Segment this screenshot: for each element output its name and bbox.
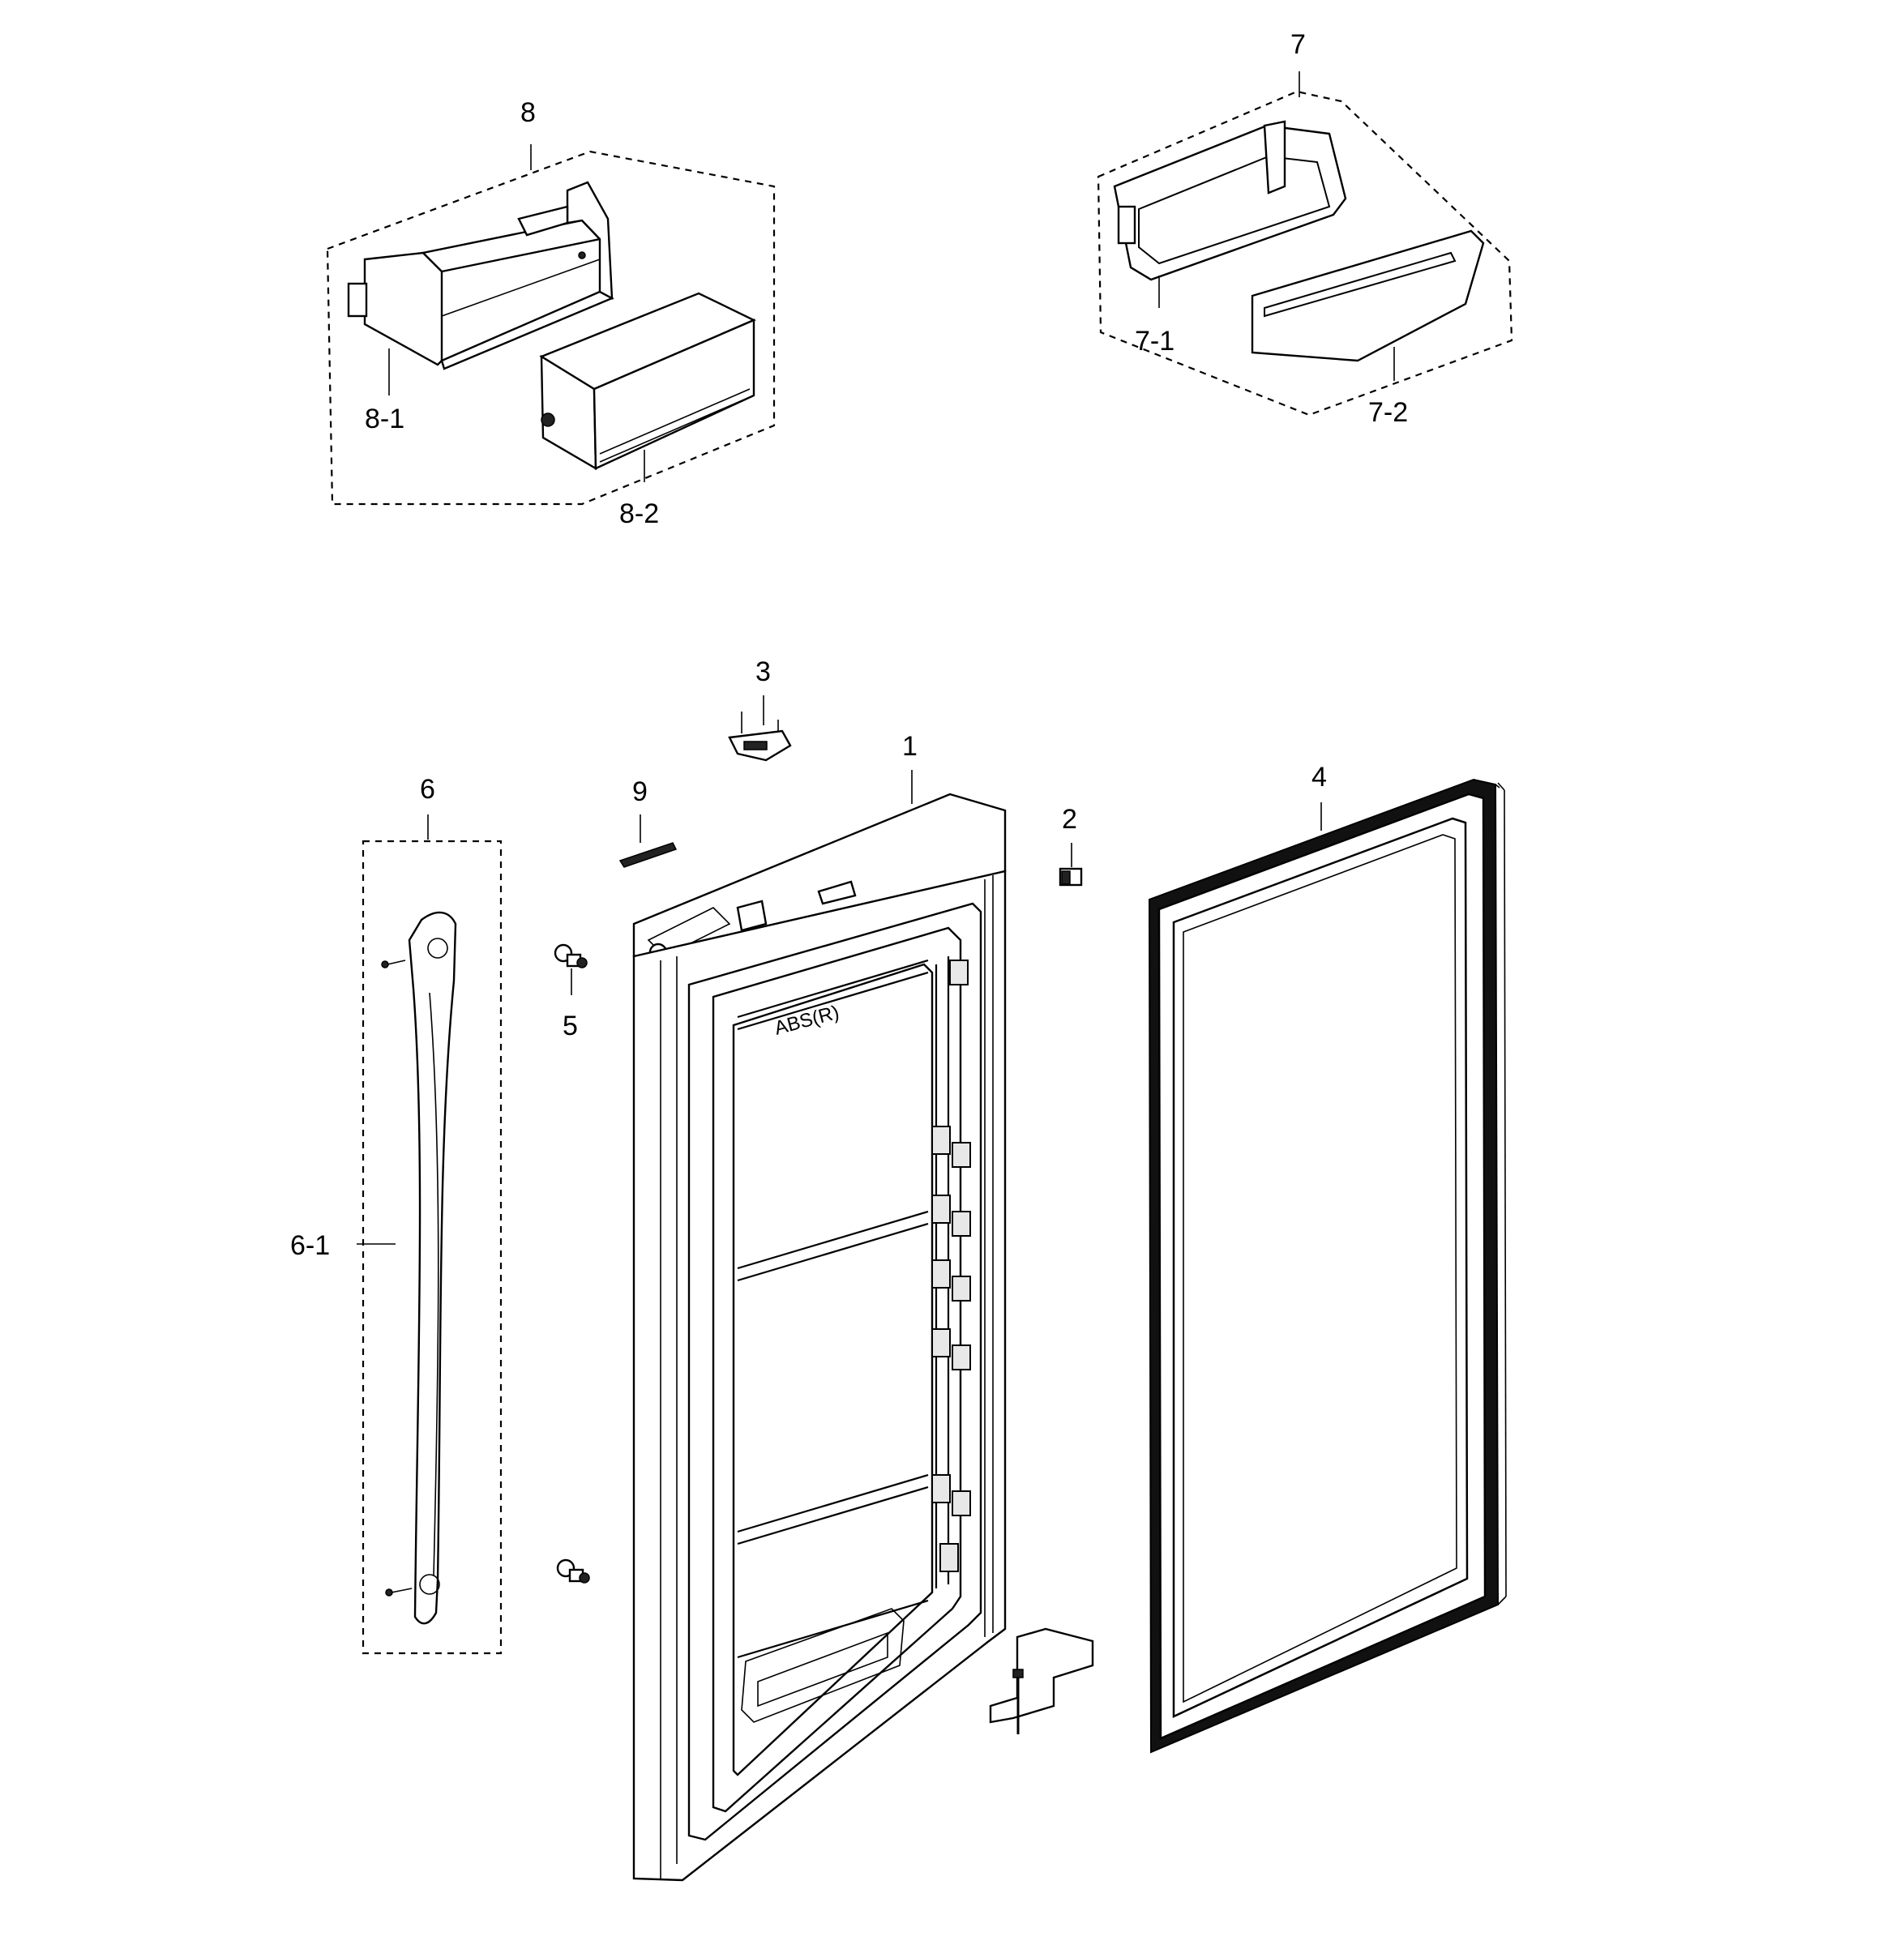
- bottom-hinge-part: [989, 1627, 1094, 1734]
- handle-stud-lower: [556, 1558, 590, 1584]
- callout-7-1: 7-1: [1135, 326, 1174, 357]
- callout-7-2: 7-2: [1368, 397, 1408, 428]
- callout-8-1: 8-1: [365, 404, 404, 434]
- dairy-cover-part: [539, 292, 756, 471]
- callout-8: 8: [520, 97, 536, 128]
- door-assembly-part: 1: [632, 731, 1094, 1882]
- screw-strip-icon: [618, 842, 678, 868]
- group-7-dashed-outline: [1097, 90, 1513, 417]
- door-guard-group: 7 7-1 7-2: [1097, 29, 1513, 428]
- callout-4: 4: [1311, 762, 1327, 793]
- handle-stud-upper: [554, 943, 588, 968]
- callout-6: 6: [420, 774, 435, 805]
- door-guard-upper-part: [1113, 120, 1347, 281]
- hinge-cover-part: 3: [728, 656, 792, 762]
- callout-6-1: 6-1: [290, 1230, 330, 1261]
- callout-2: 2: [1062, 804, 1077, 835]
- callout-9: 9: [632, 776, 648, 807]
- handle-group: 6 6-1: [290, 774, 503, 1655]
- callout-5: 5: [563, 1011, 578, 1041]
- callout-3: 3: [755, 656, 771, 687]
- shelf-clips: [931, 960, 971, 1572]
- dairy-bin-part: [347, 181, 614, 370]
- callout-1: 1: [902, 731, 918, 762]
- cap-part: 2: [1059, 804, 1083, 887]
- callout-8-2: 8-2: [619, 498, 659, 529]
- door-gasket-part: 4: [1148, 762, 1507, 1754]
- handle-bar-part: [381, 911, 457, 1625]
- callout-7: 7: [1290, 29, 1306, 60]
- screws-part: 9: [618, 776, 678, 868]
- handle-stud-part: 5: [554, 943, 590, 1584]
- door-guard-lower-part: [1251, 229, 1485, 362]
- group-8-dashed-outline: [326, 150, 776, 506]
- dairy-compartment-group: 8 8-1 8-2: [326, 97, 776, 529]
